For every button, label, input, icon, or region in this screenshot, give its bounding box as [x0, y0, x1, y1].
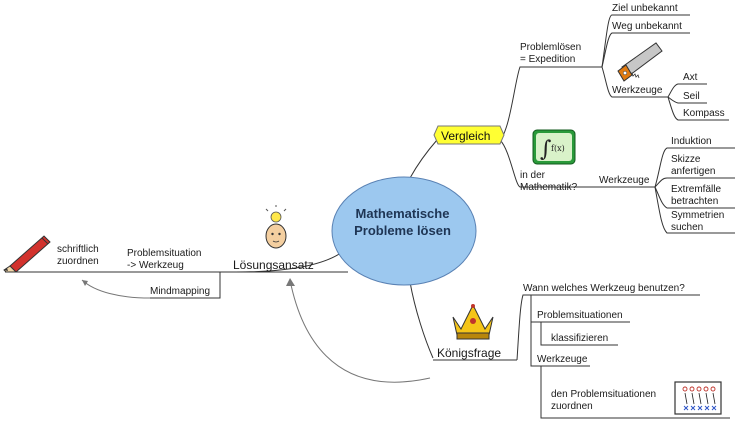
extremfaelle-label[interactable]: Extremfälle betrachten	[671, 184, 722, 207]
klassifizieren-label[interactable]: klassifizieren	[551, 333, 609, 344]
werkzeuge-expedition-label[interactable]: Werkzeuge	[612, 85, 663, 96]
kompass-label[interactable]: Kompass	[683, 108, 725, 119]
wann-label[interactable]: Wann welches Werkzeug benutzen?	[523, 283, 685, 294]
induktion-label[interactable]: Induktion	[671, 136, 712, 147]
problemsituationen-label[interactable]: Problemsituationen	[537, 310, 623, 321]
weg-label[interactable]: Weg unbekannt	[612, 21, 682, 32]
crown-icon	[452, 303, 494, 340]
center-node-title[interactable]: Mathematische Probleme lösen	[354, 206, 451, 238]
vergleich-label[interactable]: Vergleich	[441, 129, 491, 143]
ziel-label[interactable]: Ziel unbekannt	[612, 3, 678, 14]
svg-text:∫: ∫	[540, 137, 552, 162]
werkzeuge-koenig-label[interactable]: Werkzeuge	[537, 354, 588, 365]
schriftlich-label[interactable]: schriftlich zuordnen	[57, 244, 99, 267]
saw-icon	[617, 42, 663, 82]
mathematik-label[interactable]: in der Mathematik?	[520, 170, 578, 193]
expedition-label[interactable]: Problemlösen = Expedition	[520, 42, 582, 65]
svg-text:f(x): f(x)	[551, 144, 565, 153]
loesungsansatz-label[interactable]: Lösungsansatz	[233, 258, 314, 272]
seil-label[interactable]: Seil	[683, 91, 700, 102]
werkzeuge-math-label[interactable]: Werkzeuge	[599, 175, 650, 186]
mindmapping-label[interactable]: Mindmapping	[150, 286, 211, 297]
koenigsfrage-label[interactable]: Königsfrage	[437, 346, 502, 360]
pencil-icon	[3, 235, 51, 272]
vergleich-badge	[433, 125, 505, 145]
zuordnen-label[interactable]: den Problemsituationen zuordnen	[551, 389, 657, 412]
center-node-ellipse	[331, 176, 477, 286]
integral-icon: ∫ f(x)	[532, 129, 576, 165]
axt-label[interactable]: Axt	[683, 72, 698, 83]
symmetrien-label[interactable]: Symmetrien suchen	[671, 210, 725, 233]
whiteboard-icon	[674, 381, 722, 415]
problemsituation-label[interactable]: Problemsituation -> Werkzeug	[127, 248, 202, 271]
skizze-label[interactable]: Skizze anfertigen	[671, 154, 716, 177]
lightbulb-head-icon	[265, 205, 287, 249]
